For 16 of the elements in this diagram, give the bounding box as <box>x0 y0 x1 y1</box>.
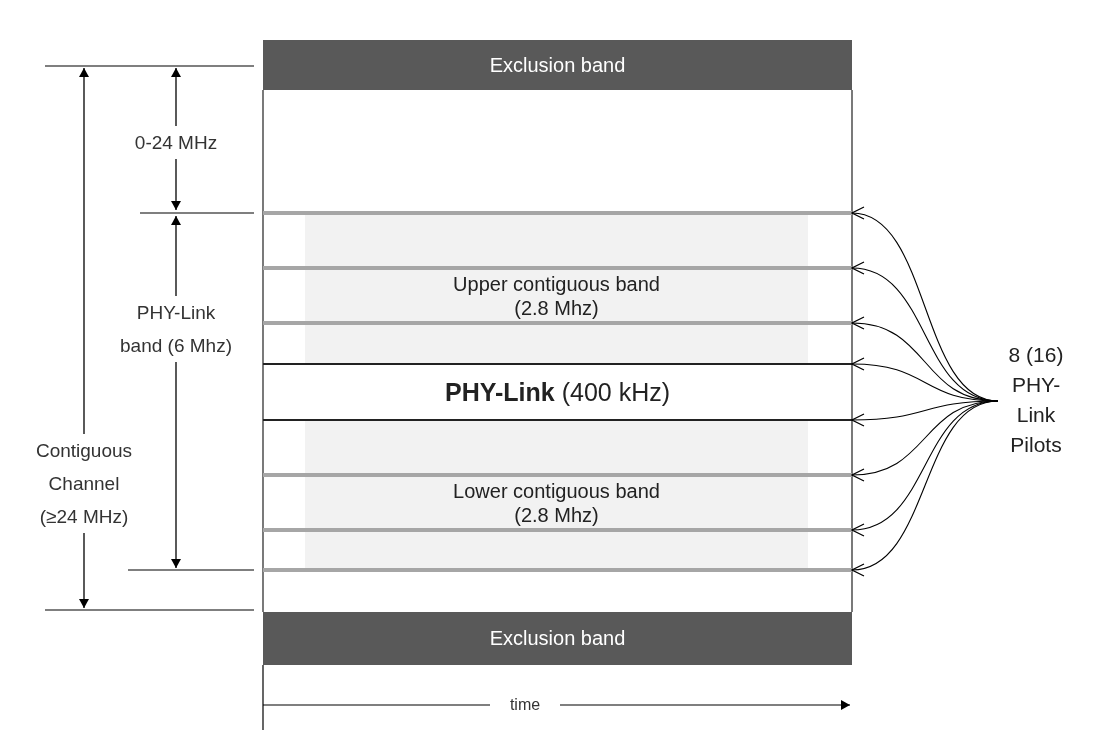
exclusion-band: Exclusion band <box>263 40 852 90</box>
band-area <box>305 420 808 570</box>
band-label: Lower contiguous band (2.8 Mhz) <box>453 480 660 526</box>
pilot-line <box>263 419 852 421</box>
dimension-label: Contiguous Channel (≥24 MHz) <box>35 440 133 527</box>
band-label: Upper contiguous band (2.8 Mhz) <box>453 273 660 319</box>
band-label: PHY-Link (400 kHz) <box>444 377 671 407</box>
axis-label: time <box>509 696 541 713</box>
dimension-label: PHY-Link band (6 Mhz) <box>120 302 232 356</box>
pilot-line <box>263 363 852 365</box>
exclusion-band: Exclusion band <box>263 612 852 665</box>
arrow <box>851 400 999 575</box>
band-area <box>305 213 808 364</box>
arrow <box>851 400 999 427</box>
pilot-label: 8 (16) PHY-Link Pilots <box>1000 340 1072 460</box>
dimension-label: 0-24 MHz <box>134 132 218 153</box>
